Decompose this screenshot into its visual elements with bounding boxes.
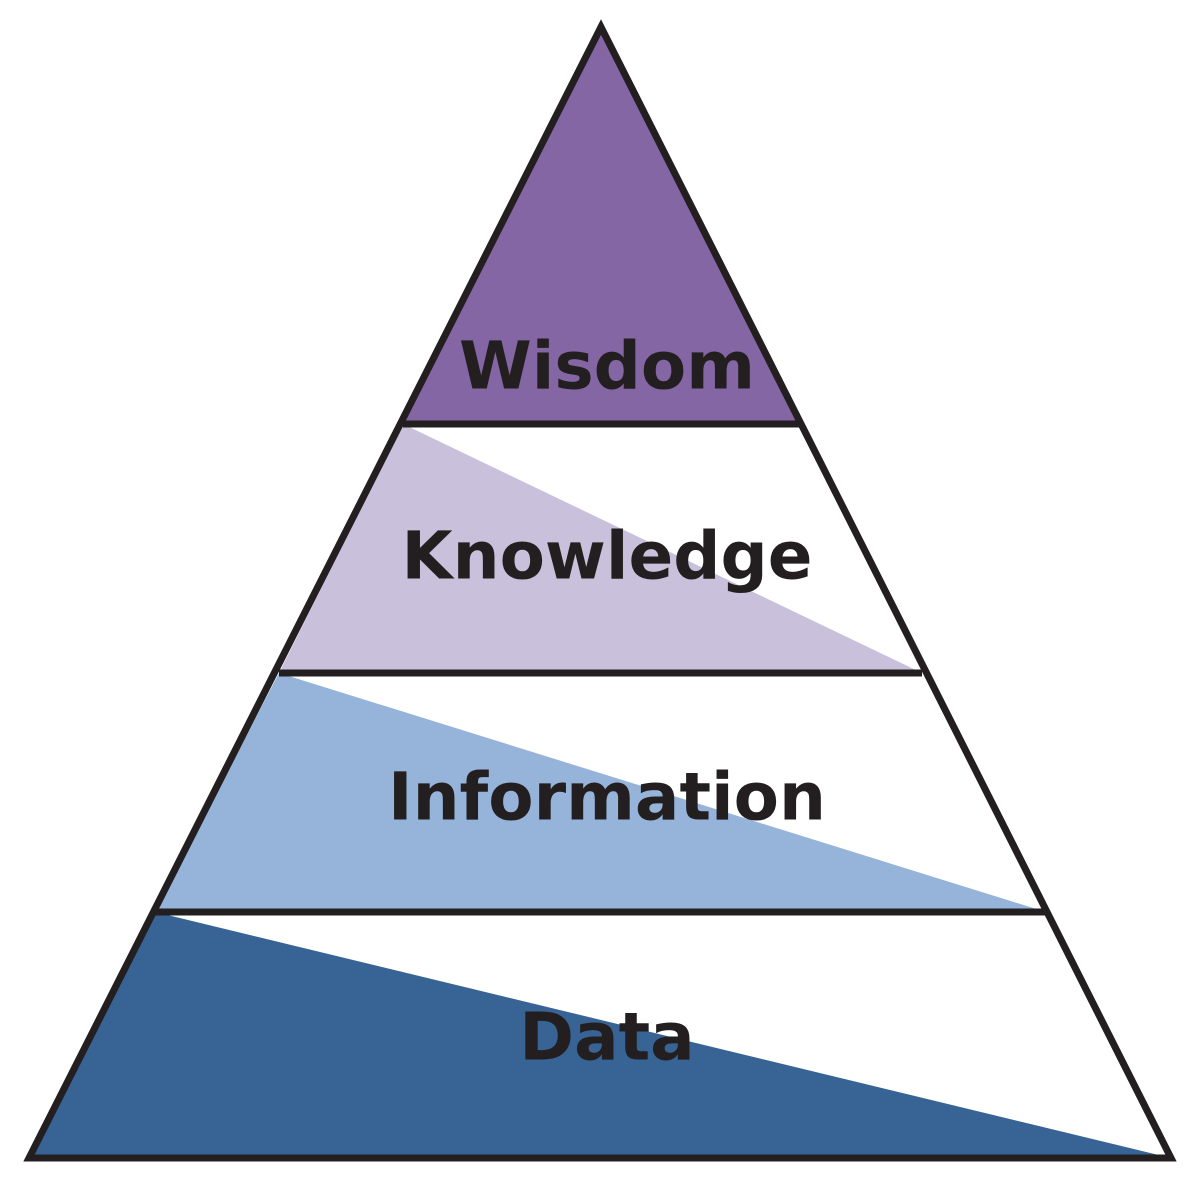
- tier-dividers: [155, 420, 1046, 916]
- tier-label-knowledge: Knowledge: [401, 518, 812, 595]
- tier-knowledge: [279, 424, 922, 673]
- tier-labels: Wisdom Knowledge Information Data: [388, 328, 826, 1076]
- pyramid-outline: [23, 19, 1177, 1162]
- tier-label-data: Data: [519, 999, 694, 1076]
- tier-wisdom: [403, 27, 799, 424]
- pyramid-tiers: [29, 27, 1171, 1158]
- tier-data: [29, 912, 1171, 1158]
- tier-label-information: Information: [388, 759, 826, 836]
- tier-information: [155, 673, 1046, 912]
- tier-label-wisdom: Wisdom: [459, 328, 755, 405]
